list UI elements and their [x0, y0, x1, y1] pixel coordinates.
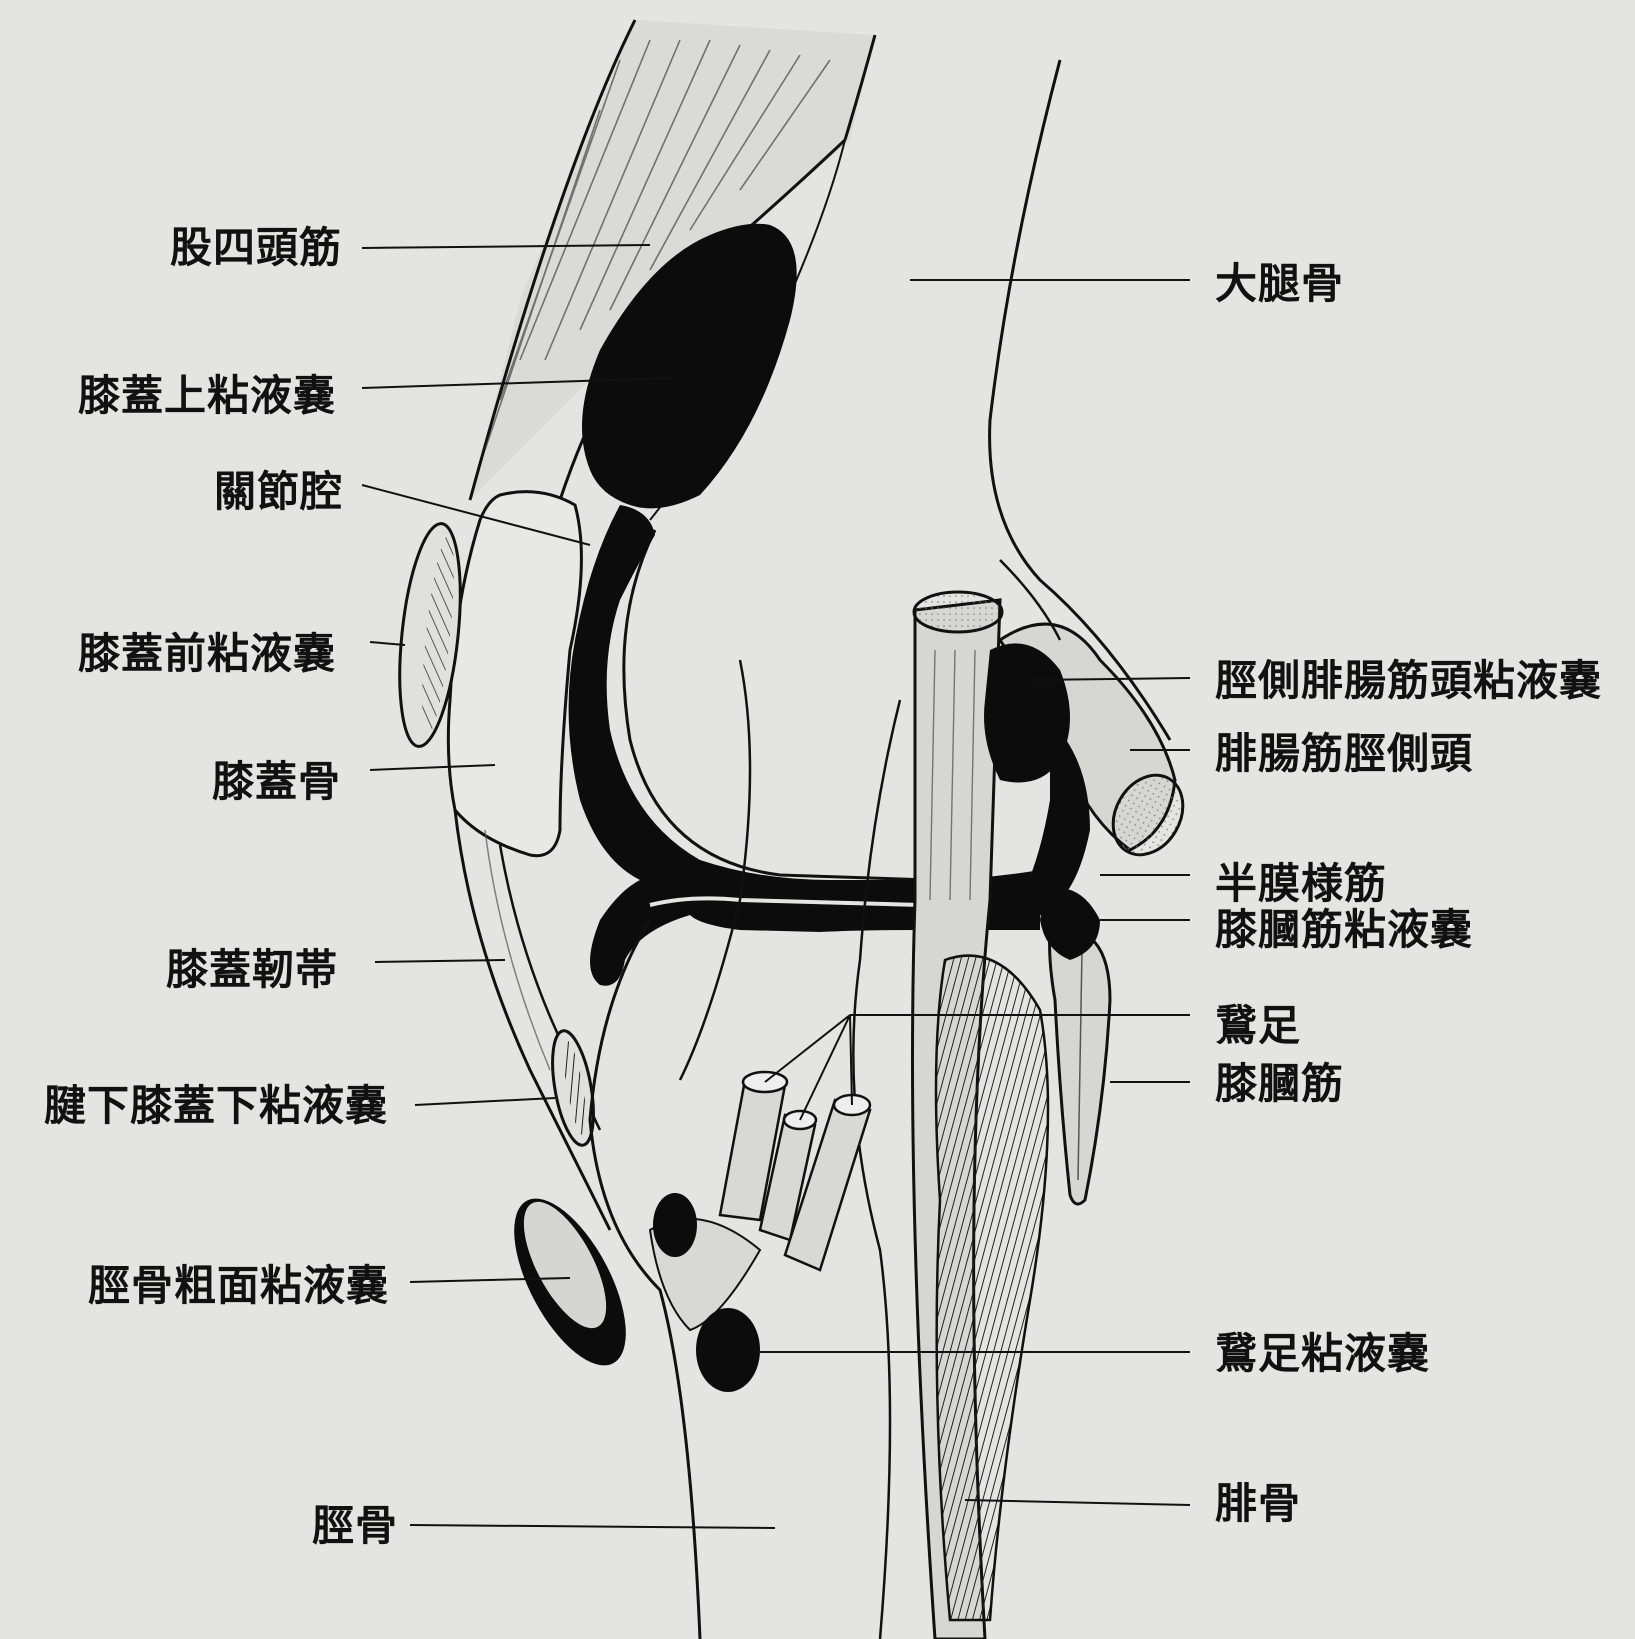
- patella-shape: [448, 492, 581, 856]
- label-popliteus-bursa: 膝膕筋粘液嚢: [1215, 906, 1473, 954]
- label-fibula: 腓骨: [1215, 1480, 1301, 1528]
- patellar-ligament-shape: [455, 810, 610, 1230]
- tibial-tuberosity-bursa-shape: [491, 1182, 648, 1382]
- popliteus-shape: [1040, 888, 1110, 1204]
- label-suprapatellar-bursa: 膝蓋上粘液嚢: [78, 372, 336, 420]
- label-pes-anserinus-bursa: 鵞足粘液嚢: [1215, 1330, 1430, 1378]
- label-femur: 大腿骨: [1215, 260, 1344, 308]
- label-prepatellar-bursa: 膝蓋前粘液嚢: [78, 630, 336, 678]
- label-quadriceps: 股四頭筋: [170, 224, 342, 272]
- label-popliteus: 膝膕筋: [1215, 1060, 1344, 1108]
- label-gastrocnemius-medial-head: 腓腸筋脛側頭: [1215, 730, 1473, 778]
- label-pes-anserinus: 鵞足: [1215, 1002, 1301, 1050]
- label-gastrocnemius-bursa: 脛側腓腸筋頭粘液嚢: [1215, 657, 1602, 705]
- label-patella: 膝蓋骨: [212, 758, 341, 806]
- lower-muscle-mass: [936, 956, 1048, 1620]
- label-tibia: 脛骨: [312, 1502, 398, 1550]
- label-tibial-tuberosity-bursa: 脛骨粗面粘液嚢: [88, 1262, 389, 1310]
- pes-anserinus-shape: [650, 1015, 870, 1330]
- label-semimembranosus: 半膜様筋: [1215, 860, 1387, 908]
- label-infrapatellar-bursa: 腱下膝蓋下粘液嚢: [44, 1082, 388, 1130]
- label-patellar-ligament: 膝蓋靭帯: [166, 946, 338, 994]
- label-joint-cavity: 關節腔: [214, 468, 343, 516]
